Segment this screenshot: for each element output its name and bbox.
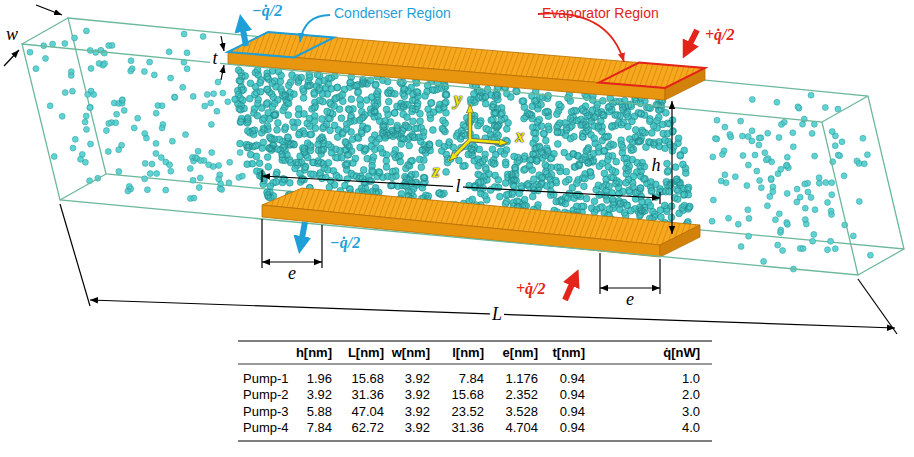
table-cell: 31.36 xyxy=(451,421,484,436)
table-cell: 3.528 xyxy=(505,405,538,420)
vapor-particles xyxy=(27,28,873,272)
table-header: h[nm] xyxy=(296,346,332,361)
table-cell: 4.704 xyxy=(505,421,538,436)
vapor-particles xyxy=(27,28,873,272)
dimension-label: h xyxy=(652,155,661,176)
table-header: w[nm] xyxy=(392,346,430,361)
table-cell: Pump-3 xyxy=(243,405,289,420)
heat-in-arrow xyxy=(565,284,572,300)
table-header: e[nm] xyxy=(503,346,538,361)
table-cell: Pump-1 xyxy=(243,372,289,387)
table-cell: 31.36 xyxy=(351,388,384,403)
table-cell: 3.92 xyxy=(405,405,430,420)
table-cell: 3.92 xyxy=(405,372,430,387)
table-cell: Pump-2 xyxy=(243,388,289,403)
table-cell: 2.0 xyxy=(682,388,700,403)
dimension-label: l xyxy=(453,176,462,197)
table-cell: 1.176 xyxy=(505,372,538,387)
bottom-plate xyxy=(262,188,700,257)
table-cell: 62.72 xyxy=(351,421,384,436)
table-header: L[nm] xyxy=(348,346,384,361)
heat-out-arrow xyxy=(302,222,305,238)
table-cell: 3.0 xyxy=(682,405,700,420)
dimension-label: e xyxy=(626,289,634,310)
table-cell: 7.84 xyxy=(459,372,484,387)
table-header: q̇[nW] xyxy=(663,346,700,361)
evaporator-region xyxy=(599,63,705,88)
dimension-lines xyxy=(60,101,897,334)
thickness-arrows xyxy=(221,36,224,80)
axis-label: y xyxy=(454,89,462,110)
width-arrows xyxy=(4,5,62,66)
heat-flux-label: +q̇/2 xyxy=(705,26,735,44)
table-cell: 3.92 xyxy=(405,388,430,403)
table-header: l[nm] xyxy=(452,346,484,361)
axes xyxy=(449,104,508,161)
top-plate xyxy=(228,32,705,100)
dimension-label: t xyxy=(210,48,219,69)
table-cell: 5.88 xyxy=(307,405,332,420)
table-cell: 3.92 xyxy=(307,388,332,403)
table-cell: 23.52 xyxy=(451,405,484,420)
region-label: Evaporator Region xyxy=(542,5,659,21)
table-cell: 2.352 xyxy=(505,388,538,403)
simulation-box-front xyxy=(22,18,904,275)
table-cell: 0.94 xyxy=(560,372,585,387)
heat-flux-label: −q̇/2 xyxy=(330,234,360,252)
heat-flux-label: +q̇/2 xyxy=(516,280,546,298)
table-cell: 4.0 xyxy=(682,421,700,436)
table-cell: 15.68 xyxy=(451,388,484,403)
dimension-label: e xyxy=(288,263,296,284)
table-cell: 3.92 xyxy=(405,421,430,436)
table-rules xyxy=(238,341,712,441)
heat-out-arrow xyxy=(243,30,246,46)
dimension-label: w xyxy=(6,24,18,45)
table-header: t[nm] xyxy=(553,346,586,361)
heat-in-arrow xyxy=(690,30,697,44)
table-cell: 0.94 xyxy=(560,405,585,420)
table-cell: Pump-4 xyxy=(243,421,289,436)
table-cell: 0.94 xyxy=(560,421,585,436)
table-cell: 1.0 xyxy=(682,372,700,387)
table-cell: 1.96 xyxy=(307,372,332,387)
table-cell: 0.94 xyxy=(560,388,585,403)
table-cell: 7.84 xyxy=(307,421,332,436)
leader-line xyxy=(300,15,330,42)
axis-label: z xyxy=(432,161,439,182)
axis-label: x xyxy=(516,126,525,147)
table-cell: 47.04 xyxy=(351,405,384,420)
heat-flux-label: −q̇/2 xyxy=(252,2,282,20)
dimension-label: L xyxy=(490,304,504,325)
table-cell: 15.68 xyxy=(351,372,384,387)
region-label: Condenser Region xyxy=(334,5,451,21)
